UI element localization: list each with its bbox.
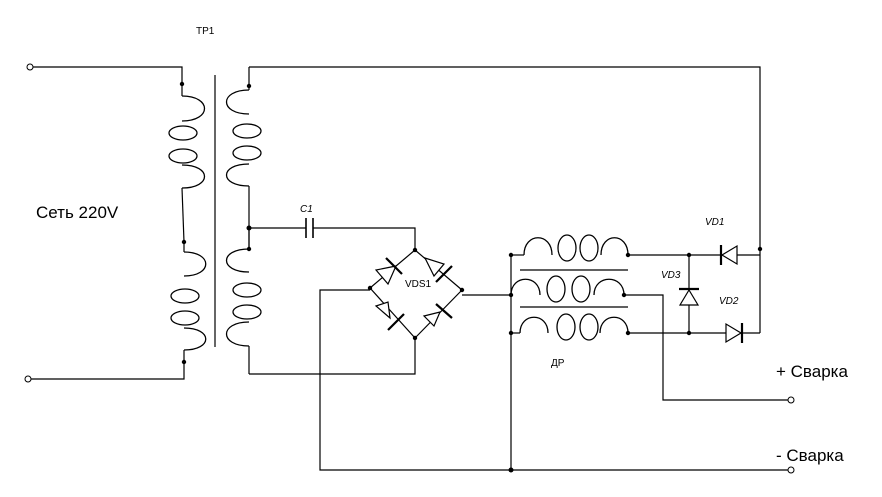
mains-input bbox=[24, 63, 185, 383]
secondary-top-wire bbox=[249, 66, 761, 249]
secondary-winding-upper bbox=[225, 67, 262, 249]
secondary-winding-lower bbox=[225, 228, 262, 374]
diode-vd1 bbox=[719, 244, 760, 266]
diode-vd2 bbox=[720, 322, 760, 344]
mains-terminal-top bbox=[26, 63, 34, 71]
transformer-tp1 bbox=[168, 67, 262, 374]
label-c1: C1 bbox=[300, 204, 313, 215]
label-vds1: VDS1 bbox=[405, 279, 432, 290]
label-vd1: VD1 bbox=[705, 217, 724, 228]
label-plus-output: + Сварка bbox=[776, 362, 848, 381]
primary-winding-upper bbox=[168, 84, 206, 243]
bridge-minus-wire bbox=[319, 289, 511, 471]
label-mains: Сеть 220V bbox=[36, 203, 119, 222]
label-vd2: VD2 bbox=[719, 296, 739, 307]
diode-vd3 bbox=[678, 252, 700, 336]
diode-bridge-vds1 bbox=[249, 247, 465, 375]
label-vd3: VD3 bbox=[661, 270, 681, 281]
label-tp1: TP1 bbox=[196, 26, 215, 37]
plus-output-terminal bbox=[787, 396, 795, 404]
minus-output-terminal bbox=[787, 466, 795, 474]
choke-dr bbox=[508, 234, 788, 473]
label-minus-output: - Сварка bbox=[776, 446, 844, 465]
primary-winding-lower bbox=[170, 242, 207, 362]
mains-terminal-bottom bbox=[24, 375, 32, 383]
capacitor-c1 bbox=[249, 218, 416, 250]
label-choke: ДР bbox=[551, 358, 565, 369]
